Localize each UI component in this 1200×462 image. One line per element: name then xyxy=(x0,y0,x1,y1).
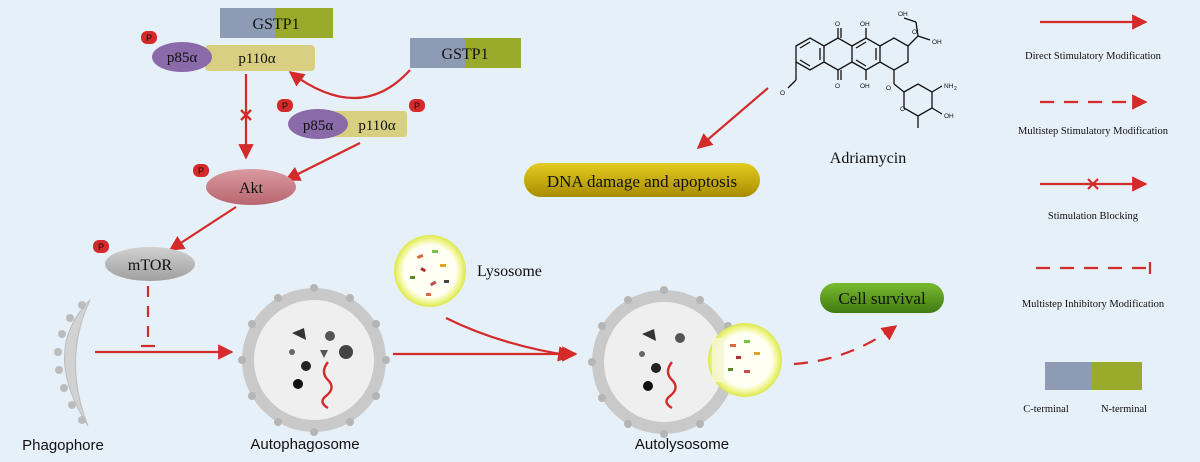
svg-text:OH: OH xyxy=(898,11,908,18)
pi3k-mid-complex: p85α p110α P P xyxy=(277,99,425,139)
phospho-badge: P xyxy=(277,99,293,112)
adriamycin-label: Adriamycin xyxy=(830,150,906,167)
mtor-node: mTOR P xyxy=(93,240,195,281)
p85-block xyxy=(288,109,348,139)
adriamycin-arrow xyxy=(696,87,769,150)
autophagosome-shape xyxy=(238,284,390,436)
autophagosome-label: Autophagosome xyxy=(250,436,359,453)
legend-inhibitory-label: Multistep Inhibitory Modification xyxy=(1022,299,1165,310)
gstp1-right-label: GSTP1 xyxy=(441,46,488,63)
svg-text:O: O xyxy=(835,83,840,90)
svg-text:NH: NH xyxy=(944,83,954,90)
akt-label: Akt xyxy=(239,180,264,197)
svg-text:P: P xyxy=(98,242,104,252)
lysosome-shape: Lysosome xyxy=(394,235,542,307)
cell-survival-node: Cell survival xyxy=(820,283,944,313)
svg-text:O: O xyxy=(835,21,840,28)
n-terminal-block xyxy=(465,38,521,68)
p85-block xyxy=(152,42,212,72)
gstp1-right-complex: GSTP1 xyxy=(410,38,521,68)
svg-text:OH: OH xyxy=(860,21,870,28)
block-x-icon xyxy=(240,109,252,121)
autolysosome-shape xyxy=(588,286,782,438)
legend-n-terminal-label: N-terminal xyxy=(1101,404,1147,415)
c-terminal-block xyxy=(220,8,275,38)
dna-damage-label: DNA damage and apoptosis xyxy=(547,172,737,191)
phospho-badge: P xyxy=(409,99,425,112)
gstp1-top-complex: GSTP1 xyxy=(220,8,333,38)
mtor-label: mTOR xyxy=(128,257,172,274)
svg-text:OH: OH xyxy=(932,39,942,46)
p110-block xyxy=(205,45,315,71)
legend: Direct Stimulatory Modification Multiste… xyxy=(1018,14,1169,415)
pi3k-akt-arrow xyxy=(284,142,361,181)
autolysosome-label: Autolysosome xyxy=(635,436,729,453)
adriamycin-atom-labels: O O OH OH O OH OH O O O NH 2 OH xyxy=(780,11,957,120)
p110-mid-label: p110α xyxy=(358,118,395,134)
svg-text:OH: OH xyxy=(860,83,870,90)
p110-top-label: p110α xyxy=(238,51,275,67)
adriamycin-molecule xyxy=(787,17,943,128)
phospho-badge: P xyxy=(141,31,157,44)
svg-text:P: P xyxy=(146,33,152,43)
survival-arrow xyxy=(793,325,898,366)
svg-text:O: O xyxy=(912,29,917,36)
pi3k-top-complex: p85α p110α P xyxy=(141,31,315,72)
p85-top-label: p85α xyxy=(167,50,198,66)
cell-survival-label: Cell survival xyxy=(838,289,926,308)
phagophore-shape xyxy=(54,299,91,427)
phospho-badge: P xyxy=(193,164,209,177)
legend-n-terminal-swatch xyxy=(1092,362,1142,390)
svg-text:P: P xyxy=(282,101,288,111)
svg-text:2: 2 xyxy=(954,86,957,92)
legend-c-terminal-swatch xyxy=(1045,362,1092,390)
gstp1-binding-arrow xyxy=(288,69,411,100)
svg-text:OH: OH xyxy=(944,113,954,120)
svg-text:O: O xyxy=(780,90,785,97)
lysosome-fusion-arrow xyxy=(445,317,574,362)
akt-mtor-arrow xyxy=(168,206,237,251)
legend-blocking-label: Stimulation Blocking xyxy=(1048,211,1139,222)
legend-direct-label: Direct Stimulatory Modification xyxy=(1025,51,1162,62)
svg-text:P: P xyxy=(414,101,420,111)
c-terminal-block xyxy=(410,38,465,68)
gstp1-top-label: GSTP1 xyxy=(252,16,299,33)
phagophore-label: Phagophore xyxy=(22,437,104,454)
p85-mid-label: p85α xyxy=(303,118,334,134)
legend-block-x-icon xyxy=(1087,178,1099,190)
dna-damage-node: DNA damage and apoptosis xyxy=(524,163,760,197)
legend-c-terminal-label: C-terminal xyxy=(1023,404,1069,415)
svg-text:O: O xyxy=(886,85,891,92)
phospho-badge: P xyxy=(93,240,109,253)
akt-node: Akt P xyxy=(193,164,296,205)
n-terminal-block xyxy=(275,8,333,38)
svg-text:P: P xyxy=(198,166,204,176)
svg-text:O: O xyxy=(900,106,905,113)
legend-multistep-label: Multistep Stimulatory Modification xyxy=(1018,126,1169,137)
lysosome-label: Lysosome xyxy=(477,263,542,280)
